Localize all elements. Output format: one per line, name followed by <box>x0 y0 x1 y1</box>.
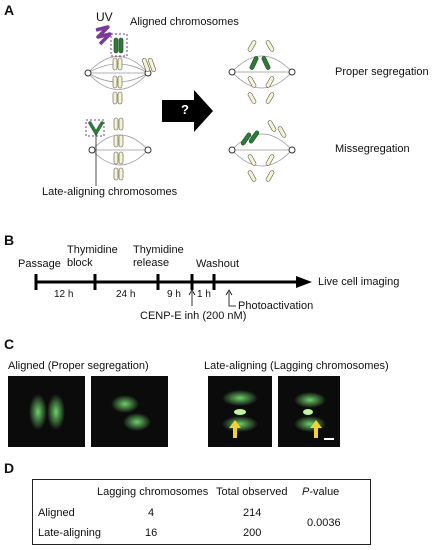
step-washout: Washout <box>196 258 240 270</box>
spindle-proper <box>228 40 296 104</box>
pvalue: 0.0036 <box>307 517 341 529</box>
photo-pointer <box>228 292 236 307</box>
header-total: Total observed <box>216 486 288 498</box>
interval-24h: 24 h <box>116 289 136 300</box>
spindle-late <box>85 117 152 181</box>
interval-12h: 12 h <box>54 289 74 300</box>
late-aligning-label: Late-aligning chromosomes <box>42 186 178 198</box>
spindle-aligned <box>84 33 157 105</box>
photoactivation-label: Photoactivation <box>238 300 314 312</box>
missegregation-label: Missegregation <box>335 143 410 155</box>
row-aligned-name: Aligned <box>38 507 75 519</box>
late-aligning-title: Late-aligning (Lagging chromosomes) <box>204 360 389 372</box>
row-aligned-total: 214 <box>243 507 262 519</box>
cenpe-inh-label: CENP-E inh (200 nM) <box>140 310 247 322</box>
micrograph-aligned-2 <box>91 376 168 447</box>
results-table: Lagging chromosomes Total observed P-val… <box>32 479 371 545</box>
timeline <box>34 274 312 307</box>
proper-segregation-label: Proper segregation <box>335 66 429 78</box>
step-passage: Passage <box>18 258 61 270</box>
panel-d-letter: D <box>4 460 15 476</box>
row-late-total: 200 <box>243 527 262 539</box>
panel-a-diagram <box>84 25 296 186</box>
micrograph-late-1 <box>208 376 272 447</box>
question-mark: ? <box>181 102 189 117</box>
interval-1h: 1 h <box>197 289 211 300</box>
yellow-arrow-icon <box>229 420 241 438</box>
micrograph-aligned-1 <box>8 376 85 447</box>
question-arrow <box>162 90 213 132</box>
header-lagging: Lagging chromosomes <box>97 486 209 498</box>
header-pvalue: P-value <box>302 486 340 498</box>
row-late-name: Late-aligning <box>38 527 101 539</box>
row-late-lagging: 16 <box>145 527 158 539</box>
scale-bar <box>324 438 334 440</box>
row-aligned-lagging: 4 <box>148 507 155 519</box>
micrograph-late-2 <box>278 376 340 447</box>
panel-b-letter: B <box>4 232 15 248</box>
panel-a-letter: A <box>4 2 15 18</box>
yellow-arrow-icon <box>310 420 322 438</box>
live-cell-imaging-label: Live cell imaging <box>318 276 400 288</box>
aligned-chromosomes-label: Aligned chromosomes <box>130 16 239 28</box>
interval-9h: 9 h <box>167 289 181 300</box>
panel-c-letter: C <box>4 336 15 352</box>
aligned-title: Aligned (Proper segregation) <box>8 360 149 372</box>
spindle-misseg <box>228 120 296 182</box>
uv-squiggle-icon <box>95 25 112 46</box>
uv-label: UV <box>96 10 113 24</box>
